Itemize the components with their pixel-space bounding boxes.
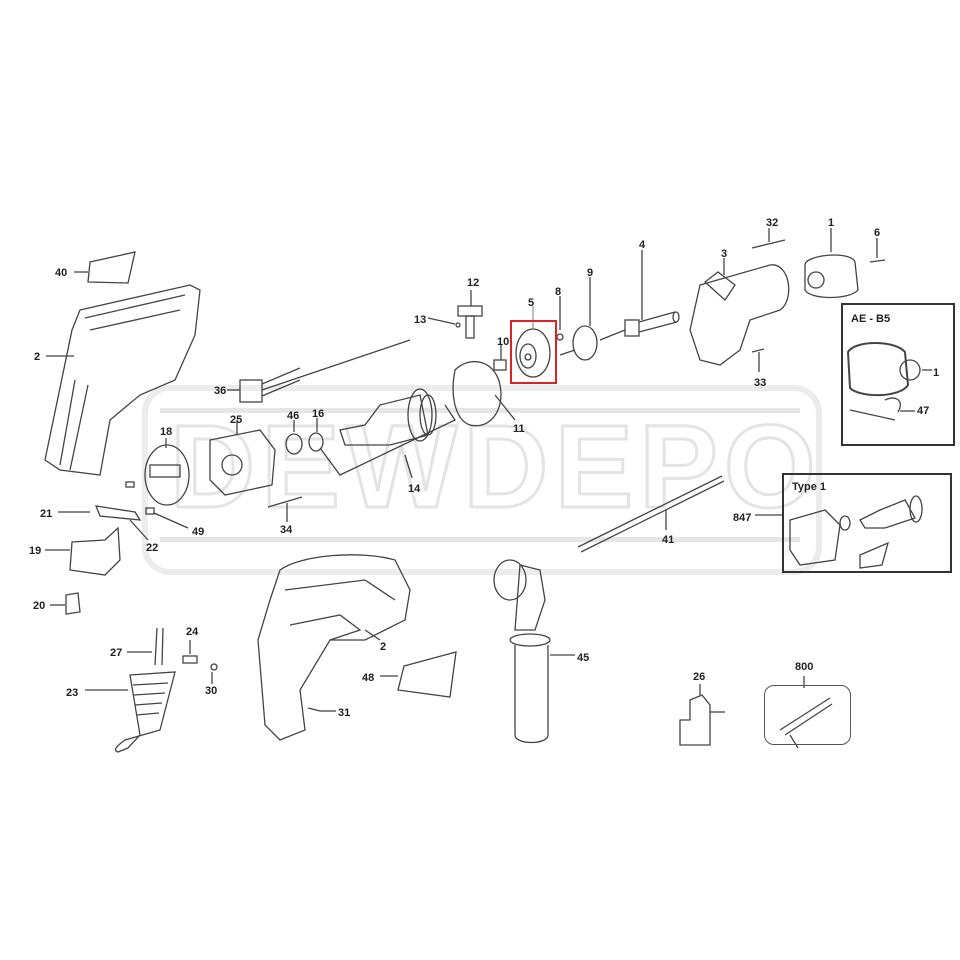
part-10-spring [493, 345, 507, 371]
inset-type-1: Type 1 [782, 473, 952, 573]
part-6-screw [869, 238, 886, 263]
part-label: 34 [280, 524, 293, 536]
inset-title: Type 1 [792, 481, 827, 493]
part-label: 23 [66, 687, 79, 699]
part-label: 25 [230, 414, 243, 426]
part-40-label-plate [74, 251, 136, 284]
part-27-cord [127, 627, 164, 666]
part-label: 847 [733, 512, 752, 524]
part-34-pin [267, 496, 303, 522]
part-label: 48 [362, 672, 375, 684]
part-label: 10 [497, 336, 510, 348]
part-label: 13 [414, 314, 427, 326]
watermark-text: DEWDEPO [169, 401, 822, 533]
part-label: 36 [214, 385, 227, 397]
part-4-spindle [599, 250, 680, 341]
part-label: 800 [795, 661, 814, 673]
part-label: 45 [577, 652, 590, 664]
part-label: 6 [874, 227, 881, 239]
part-45-side-handle [493, 559, 575, 744]
part-23-cord-guard [85, 671, 176, 753]
part-label: 14 [408, 483, 421, 495]
part-label: 46 [287, 410, 300, 422]
part-26-plug [679, 684, 725, 746]
part-label: 31 [338, 707, 351, 719]
part-label: 27 [110, 647, 123, 659]
part-3-gear-housing [689, 258, 790, 366]
part-11-gear-plate [452, 361, 516, 427]
inset-title: AE - B5 [851, 313, 891, 325]
part-2-housing-left [44, 284, 201, 476]
part-21-22-lever [58, 505, 149, 541]
part-18-brush-holder [125, 438, 190, 506]
part-label: 9 [587, 267, 594, 279]
part-label: 32 [766, 217, 779, 229]
part-19-switch [45, 526, 121, 576]
part-800-box [764, 685, 851, 745]
part-36-suppressor [227, 339, 411, 403]
part-label: 41 [662, 534, 675, 546]
part-2-housing-assembled [257, 554, 411, 741]
inset-ae-b5-drawing [846, 342, 932, 421]
part-label: 19 [29, 545, 42, 557]
part-label: 1 [828, 217, 835, 229]
part-30-screw [210, 663, 218, 684]
watermark-bar-top [160, 408, 800, 413]
part-8-pin [556, 296, 564, 341]
part-31-screw [307, 707, 336, 712]
part-48-label-plate [380, 651, 457, 698]
part-32-pin [751, 228, 786, 249]
part-16-bearing [308, 418, 324, 452]
part-46-bushing [285, 420, 303, 455]
part-41-depth-rod [577, 475, 725, 553]
part-9-gear [559, 277, 598, 361]
part-label: 26 [693, 671, 706, 683]
part-label: 40 [55, 267, 68, 279]
part-label: 18 [160, 426, 173, 438]
part-label: 1 [933, 367, 940, 379]
part-label: 21 [40, 508, 53, 520]
watermark-bar-bottom [160, 537, 800, 542]
part-49-clip [145, 507, 189, 529]
part-label: 11 [513, 423, 525, 435]
part-label: 33 [754, 377, 767, 389]
inset-type1-drawing [755, 495, 923, 569]
part-800-drawing [779, 676, 833, 749]
part-label: 12 [467, 277, 480, 289]
part-label: 47 [917, 405, 930, 417]
inset-ae-b5: AE - B5 [841, 303, 955, 446]
part-label: 16 [312, 408, 325, 420]
part-label: 8 [555, 286, 562, 298]
part-label: 5 [528, 297, 535, 309]
part-5-bearing [515, 306, 551, 378]
part-1-chuck [804, 228, 859, 299]
part-24-clamp [182, 640, 198, 664]
part-label: 22 [146, 542, 159, 554]
part-label: 20 [33, 600, 46, 612]
part-label: 24 [186, 626, 199, 638]
part-33-screw [751, 348, 765, 372]
part-25-field [209, 420, 276, 496]
part-label: 4 [639, 239, 646, 251]
part-label: 2 [34, 351, 41, 363]
part-12-13-spring-bracket [427, 290, 483, 339]
part-label: 30 [205, 685, 218, 697]
highlighted-part-box[interactable] [510, 320, 557, 384]
part-20-switch-cover [50, 592, 81, 615]
part-label: 3 [721, 248, 728, 260]
part-label: 49 [192, 526, 205, 538]
part-label: 2 [380, 641, 387, 653]
part-14-armature [319, 388, 456, 479]
